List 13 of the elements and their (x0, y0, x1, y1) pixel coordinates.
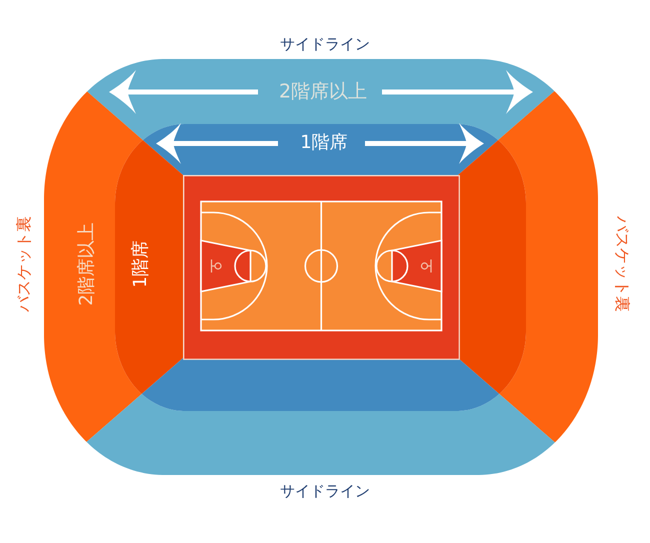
section-label: 1階席 (300, 133, 348, 153)
seating-section (498, 91, 598, 443)
side-label: サイドライン (280, 482, 370, 500)
section-label: 2階席以上 (278, 82, 368, 102)
section-label: 2階席以上 (77, 222, 97, 306)
side-label: バスケット裏 (613, 216, 631, 312)
seating-section (141, 358, 500, 411)
side-label: サイドライン (280, 36, 370, 52)
seating-section (86, 393, 555, 475)
seating-section (115, 140, 183, 394)
side-label: バスケット裏 (15, 216, 33, 312)
section-label: 1階席 (131, 240, 151, 288)
seating-section (458, 140, 526, 394)
